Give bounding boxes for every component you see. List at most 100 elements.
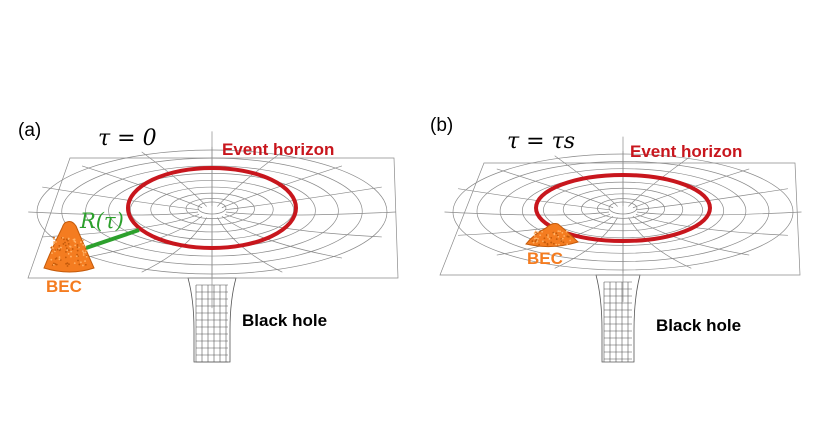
- panel-a-grid-spoke: [141, 151, 207, 207]
- panel-b-bec-particle: [561, 231, 564, 234]
- panel-a-bec-particle: [78, 263, 81, 266]
- panel-a-bec-particle: [81, 250, 84, 253]
- panel-b-bec-particle: [536, 231, 539, 234]
- panel-a-bec-particle: [64, 244, 67, 247]
- panel-a-bec-particle: [60, 246, 62, 249]
- panel-b-label: (b): [430, 115, 453, 136]
- panel-a-bec-particle: [54, 250, 56, 253]
- panel-a-bec-particle: [52, 262, 55, 265]
- panel-b-bec-particle: [542, 240, 544, 243]
- panel-b-bec-particle: [555, 238, 558, 240]
- panel-a-grid-spoke: [221, 215, 342, 259]
- panel-a-bec-particle: [79, 241, 82, 244]
- panel-a-bec-particle: [62, 236, 64, 239]
- panel-b-bec-particle: [556, 234, 559, 237]
- panel-a-bec-particle: [67, 242, 70, 245]
- panel-a-bec-particle: [82, 254, 85, 256]
- panel-a-horizon-label: Event horizon: [222, 140, 334, 159]
- panel-b-bec-particle: [552, 242, 555, 245]
- panel-b-grid-spoke: [635, 188, 788, 211]
- panel-a-bec-label: BEC: [46, 277, 82, 296]
- panel-a-bec-particle: [53, 238, 55, 240]
- panel-a-label: (a): [18, 120, 41, 141]
- panel-b-bec-particle: [534, 240, 537, 243]
- panel-a-bec-particle: [59, 259, 62, 261]
- panel-a-bec-particle: [52, 263, 55, 266]
- panel-b-bec-particle: [545, 234, 548, 236]
- panel-b-grid-spoke: [554, 155, 618, 207]
- panel-a-bec-particle: [84, 263, 87, 266]
- panel-a-bec-particle: [76, 244, 79, 246]
- panel-a-bec-particle: [70, 255, 72, 258]
- panel-b-bec-particle: [544, 241, 546, 244]
- panel-b-grid-spoke: [636, 211, 802, 216]
- panel-a-bec-particle: [71, 248, 74, 250]
- panel-a-bec-particle: [66, 265, 69, 267]
- panel-a-bec-cloud: [43, 221, 95, 273]
- panel-a-bec-particle: [65, 262, 67, 265]
- panel-a-bec-particle: [65, 238, 68, 241]
- panel-a-bec-particle: [84, 251, 87, 254]
- panel-a-bec-particle: [50, 246, 53, 249]
- panel-b-bec-particle: [560, 238, 563, 240]
- panel-b-grid-spoke: [628, 155, 692, 207]
- panel-a-bec-particle: [66, 239, 69, 242]
- panel-b-bec-particle: [534, 230, 537, 233]
- panel-a-bec-particle: [76, 253, 78, 256]
- panel-b-bec-particle: [567, 235, 570, 238]
- panel-a-bec-particle: [85, 255, 88, 258]
- panel-b-grid-spoke: [444, 211, 610, 216]
- panel-a-bec-particle: [55, 263, 58, 266]
- panel-b-bec-particle: [532, 241, 535, 244]
- panel-b-bec-particle: [531, 240, 534, 243]
- panel-b-event-horizon: [534, 173, 712, 243]
- panel-a-bec-particle: [72, 238, 75, 241]
- panel-a-bec-particle: [73, 262, 76, 264]
- panel-a-bec-particle: [64, 256, 67, 259]
- panel-b-bec-particle: [555, 243, 558, 246]
- panel-b-bec-particle: [533, 232, 536, 234]
- panel-a-grid-spoke: [42, 186, 200, 211]
- panel-b-bec-particle: [565, 230, 568, 233]
- panel-a-tau: τ = 0: [98, 126, 157, 151]
- panel-b-bec-particle: [533, 237, 536, 240]
- panel-a-grid-spoke: [28, 211, 199, 216]
- panel-a-bec-particle: [82, 244, 85, 246]
- panel-b-bec-particle: [537, 237, 539, 240]
- panel-a-spacetime-grid: [27, 131, 399, 309]
- panel-a-grid-spoke: [224, 186, 382, 211]
- panel-a-bec-particle: [69, 245, 71, 248]
- panel-a-bec-particle: [53, 236, 55, 239]
- panel-a-bec-particle: [82, 239, 85, 242]
- panel-a-bec-particle: [75, 255, 78, 258]
- panel-b-bec-particle: [560, 240, 563, 242]
- panel-a-bec-particle: [58, 244, 61, 247]
- panel-a-bec-particle: [74, 241, 77, 243]
- panel-a-bec-particle: [55, 241, 57, 243]
- panel-a-bec-particle: [65, 247, 68, 250]
- panel-b-bec-particle: [550, 237, 553, 239]
- panel-a-bec-particle: [54, 263, 57, 265]
- panel-a-bec-particle: [67, 252, 70, 255]
- panel-a-bec-particle: [51, 247, 54, 249]
- panel-a-bec-particle: [82, 251, 85, 254]
- panel-a-radius-label: R(τ): [79, 209, 124, 233]
- panel-b-bec-particle: [548, 238, 551, 240]
- panel-b-bec-particle: [557, 235, 560, 238]
- panel-a-bec-particle: [58, 258, 61, 261]
- panel-a-bec-particle: [85, 249, 88, 252]
- panel-b-bec-particle: [557, 230, 560, 233]
- panel-b-bec-particle: [543, 237, 546, 240]
- panel-b-grid-spoke: [496, 168, 614, 209]
- panel-b-bec-particle: [541, 230, 544, 233]
- panel-a-bec-particle: [50, 258, 53, 261]
- panel-b-bec-particle: [550, 241, 553, 244]
- panel-b-grid-spoke: [632, 168, 750, 209]
- panel-a-bec-particle: [82, 264, 84, 267]
- panel-b-bec-particle: [559, 230, 561, 233]
- panel-b-grid-spoke: [635, 213, 788, 236]
- panel-b-grid-spoke: [458, 188, 611, 211]
- panel-b-bec-particle: [561, 237, 564, 240]
- panel-b-bec-particle: [553, 233, 556, 236]
- panel-b-black-hole-throat: [595, 274, 641, 363]
